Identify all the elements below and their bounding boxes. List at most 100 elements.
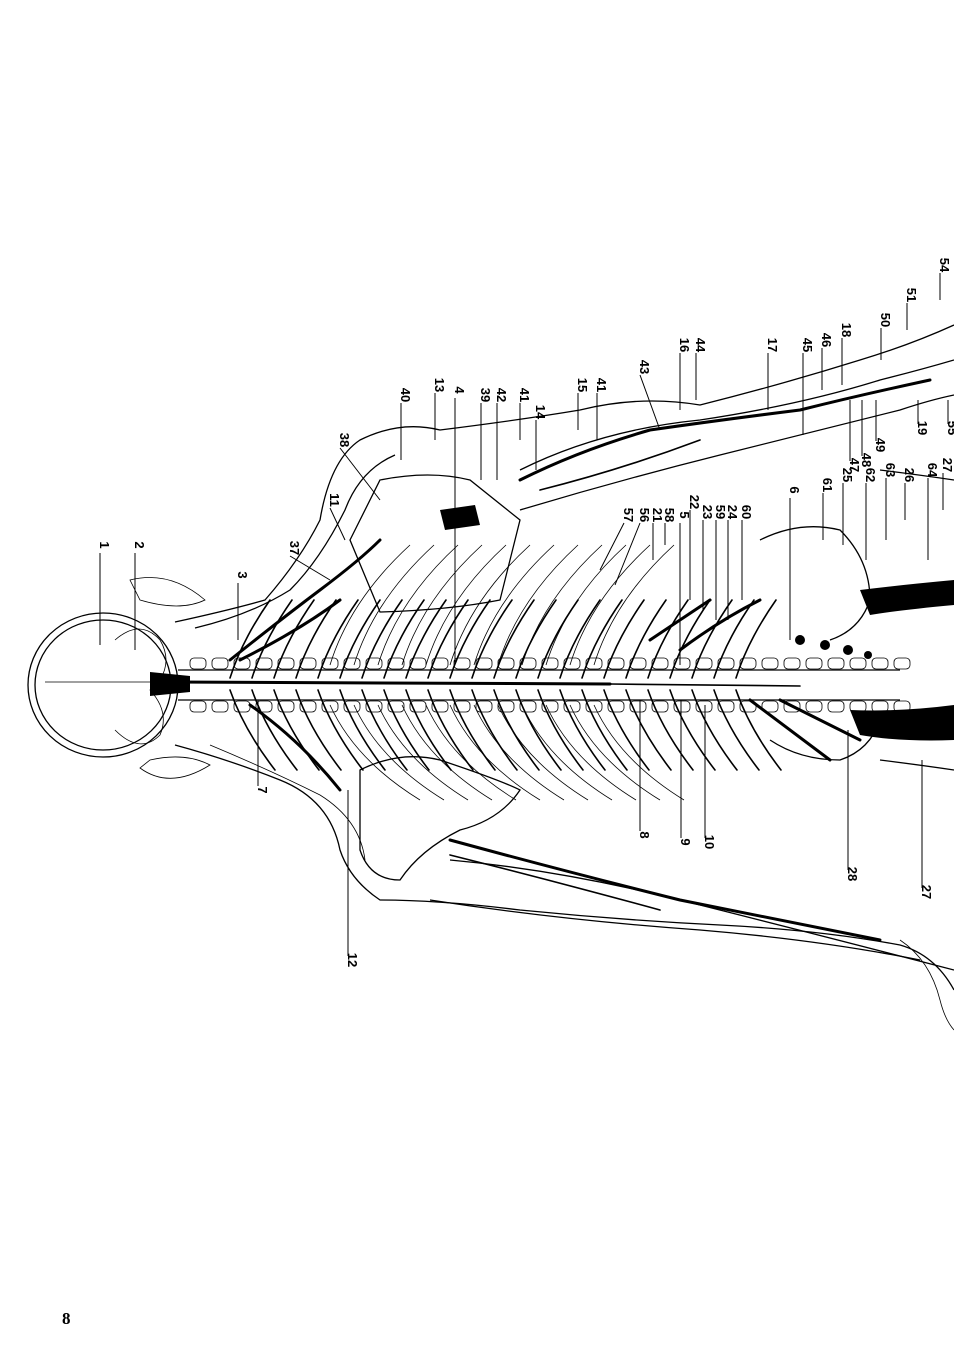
leader-line — [329, 507, 346, 541]
spinal-nerves — [229, 599, 782, 771]
vertebra-process-lower — [431, 700, 449, 713]
vertebra-process-lower — [827, 700, 845, 713]
brachial-plexus-upper-2 — [238, 598, 342, 662]
rib-upper — [497, 544, 579, 666]
vertebra-process-lower — [519, 700, 537, 713]
callout-16: 16 — [677, 338, 692, 410]
callout-number: 38 — [337, 433, 352, 447]
spinal-nerve-upper — [581, 599, 623, 679]
leader-line — [599, 522, 625, 571]
vertebra-process-lower — [453, 700, 471, 713]
callout-7: 7 — [255, 700, 270, 794]
rib-upper — [593, 544, 675, 666]
spinal-nerve-upper — [691, 599, 733, 679]
vertebra-process-lower — [255, 700, 273, 713]
callout-number: 42 — [494, 388, 509, 402]
callout-number: 21 — [650, 508, 665, 522]
spinal-nerve-lower — [603, 689, 650, 771]
callout-4: 4 — [452, 386, 467, 665]
callout-number: 46 — [819, 333, 834, 347]
ear-upper — [129, 577, 206, 607]
vertebra-process-upper — [255, 657, 273, 670]
arm-nerve-lower — [448, 838, 882, 942]
leader-line — [639, 374, 661, 431]
callout-number: 10 — [702, 835, 717, 849]
medulla — [150, 672, 190, 696]
spinal-nerve-lower — [581, 689, 628, 771]
callout-2: 2 — [132, 541, 147, 650]
callout-number: 37 — [287, 541, 302, 555]
vertebra-process-upper — [893, 657, 911, 670]
vertebra-process-lower — [343, 700, 361, 713]
callout-number: 5 — [677, 511, 692, 518]
rib-cage — [329, 544, 685, 801]
sacral-foramen-3 — [843, 645, 853, 655]
vertebra-process-upper — [783, 657, 801, 670]
callout-number: 8 — [637, 831, 652, 838]
sciatic-upper — [860, 580, 954, 615]
callout-number: 49 — [873, 438, 888, 452]
vertebra-process-upper — [519, 657, 537, 670]
callout-45: 45 — [800, 338, 815, 435]
callout-44: 44 — [693, 338, 708, 400]
callout-38: 38 — [337, 433, 381, 501]
lower-neck-inner — [209, 744, 366, 861]
callout-28: 28 — [845, 730, 860, 881]
spinal-nerve-lower — [559, 689, 606, 771]
spinal-nerve-lower — [691, 689, 738, 771]
callout-number: 56 — [637, 508, 652, 522]
vertebra-process-upper — [387, 657, 405, 670]
callout-55: 55 — [945, 400, 954, 435]
callout-number: 40 — [398, 388, 413, 402]
spinal-nerve-lower — [735, 689, 782, 771]
thigh-top — [879, 469, 954, 481]
callout-number: 3 — [235, 571, 250, 578]
spinal-nerve-upper — [603, 599, 645, 679]
spinal-nerve-upper — [625, 599, 667, 679]
callout-number: 13 — [432, 378, 447, 392]
rib-upper — [401, 544, 483, 666]
callout-40: 40 — [398, 388, 413, 460]
callout-17: 17 — [765, 338, 780, 410]
spinal-nerve-lower — [493, 689, 540, 771]
callout-37: 37 — [287, 541, 331, 581]
callout-number: 64 — [925, 463, 940, 478]
callout-64: 64 — [925, 463, 940, 560]
spinal-nerve-lower — [251, 689, 298, 771]
callout-number: 57 — [621, 508, 636, 522]
sacral-foramen-4 — [864, 651, 872, 659]
vertebra-process-lower — [365, 700, 383, 713]
shoulder-dissection — [349, 474, 521, 613]
vertebra-process-lower — [805, 700, 823, 713]
callout-number: 51 — [904, 288, 919, 302]
brachial-plexus-lower — [248, 703, 342, 792]
callout-number: 54 — [937, 258, 952, 273]
callout-number: 63 — [883, 463, 898, 477]
callout-27b: 27 — [919, 760, 934, 899]
callout-18: 18 — [839, 323, 854, 385]
vertebra-process-lower — [189, 700, 207, 713]
lower-arm-top — [449, 859, 954, 971]
vertebra-process-upper — [321, 657, 339, 670]
spinal-nerve-lower — [273, 689, 320, 771]
rib-lower — [401, 704, 493, 801]
spinal-nerve-lower — [229, 689, 276, 771]
arm-nerve-lower-2 — [449, 854, 661, 911]
spinal-nerve-upper — [449, 599, 491, 679]
rib-lower — [353, 704, 445, 801]
vertebra-process-upper — [431, 657, 449, 670]
spinal-nerve-lower — [427, 689, 474, 771]
callout-10: 10 — [702, 705, 717, 849]
callout-number: 1 — [97, 541, 112, 548]
callout-22: 22 — [687, 495, 702, 600]
callout-26: 26 — [902, 468, 917, 520]
callout-6: 6 — [787, 486, 802, 640]
callout-50: 50 — [878, 313, 893, 360]
callout-21: 21 — [650, 508, 665, 560]
callout-14: 14 — [533, 405, 548, 470]
rib-upper — [329, 544, 411, 666]
callout-number: 24 — [725, 505, 740, 520]
sacral-foramen-2 — [820, 640, 830, 650]
callout-24: 24 — [725, 505, 740, 620]
